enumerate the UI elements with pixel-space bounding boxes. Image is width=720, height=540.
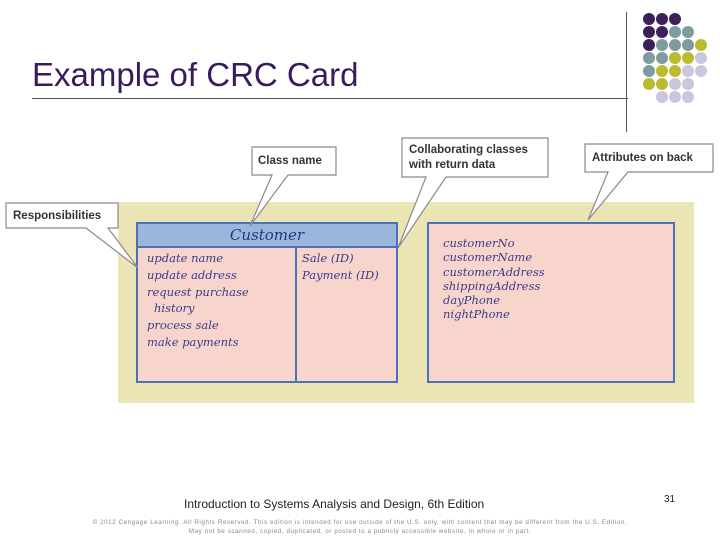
dot <box>682 39 694 51</box>
attribute-item: customerName <box>443 250 533 265</box>
dot <box>682 26 694 38</box>
dot <box>682 65 694 77</box>
dot <box>669 65 681 77</box>
card-class-name: Customer <box>138 224 396 248</box>
dot <box>656 52 668 64</box>
dot <box>669 78 681 90</box>
dot <box>669 13 681 25</box>
responsibilities-list: update name update address request purch… <box>147 250 249 351</box>
dot <box>656 39 668 51</box>
dot <box>669 91 681 103</box>
dot <box>695 39 707 51</box>
dot <box>669 52 681 64</box>
dot <box>695 65 707 77</box>
copyright-notice: © 2012 Cengage Learning. All Rights Rese… <box>40 518 680 536</box>
collaborator-item: Sale (ID) <box>302 251 354 265</box>
responsibility-item: history <box>154 301 195 316</box>
crc-card-front: Customer update name update address requ… <box>136 222 398 383</box>
attribute-item: customerNo <box>443 236 515 250</box>
dot <box>643 39 655 51</box>
dot <box>656 65 668 77</box>
dot <box>656 13 668 25</box>
attribute-item: shippingAddress <box>443 278 541 293</box>
dot <box>643 13 655 25</box>
responsibility-item: make payments <box>147 334 239 349</box>
responsibilities-callout-label: Responsibilities <box>13 210 102 222</box>
collaborators-list: Sale (ID) Payment (ID) <box>302 250 379 284</box>
decorative-dot-grid <box>640 10 720 120</box>
dot <box>682 91 694 103</box>
attribute-item: nightPhone <box>443 307 510 322</box>
dot <box>682 52 694 64</box>
card-column-divider <box>295 248 297 383</box>
dot <box>682 78 694 90</box>
responsibilities-callout <box>5 202 139 269</box>
class-name-callout <box>249 146 337 227</box>
dot <box>643 26 655 38</box>
dot <box>695 52 707 64</box>
title-vertical-rule <box>626 12 627 132</box>
copyright-line: © 2012 Cengage Learning. All Rights Rese… <box>92 519 628 526</box>
responsibility-item: update name <box>147 251 224 265</box>
collaborating-callout-label-line2: with return data <box>409 159 496 171</box>
title-underline <box>32 98 628 99</box>
collaborator-item: Payment (ID) <box>302 267 379 282</box>
dot <box>656 78 668 90</box>
copyright-line: May not be scanned, copied, duplicated, … <box>188 528 532 535</box>
attributes-callout <box>584 143 714 221</box>
class-name-callout-label: Class name <box>258 155 322 167</box>
slide-footer: Introduction to Systems Analysis and Des… <box>184 497 485 511</box>
dot <box>656 91 668 103</box>
attribute-item: customerAddress <box>443 264 545 279</box>
dot <box>656 26 668 38</box>
responsibility-item: process sale <box>147 318 219 333</box>
dot <box>643 65 655 77</box>
page-number: 31 <box>664 494 676 505</box>
attribute-item: dayPhone <box>443 293 500 308</box>
slide-title: Example of CRC Card <box>32 56 359 93</box>
collaborating-callout <box>397 137 549 249</box>
collaborating-callout-label-line1: Collaborating classes <box>409 144 528 156</box>
dot <box>643 78 655 90</box>
dot <box>643 52 655 64</box>
crc-card-back: customerNo customerName customerAddress … <box>427 222 675 383</box>
dot <box>669 26 681 38</box>
dot <box>669 39 681 51</box>
responsibility-item: update address <box>147 267 237 282</box>
attributes-list: customerNo customerName customerAddress … <box>443 236 545 322</box>
responsibility-item: request purchase <box>147 284 249 299</box>
attributes-callout-label: Attributes on back <box>592 152 693 164</box>
